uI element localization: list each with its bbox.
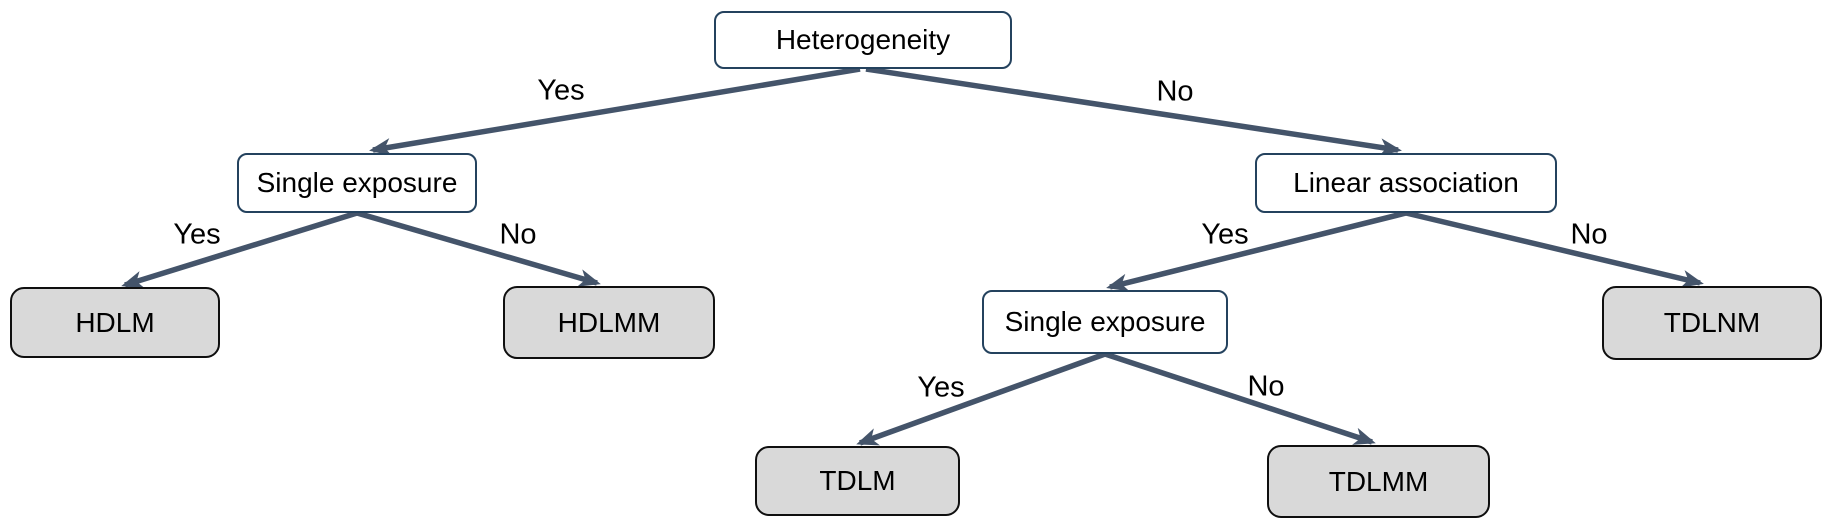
edge-linear-association-yes: [1106, 210, 1407, 292]
edge-single-exposure-left-yes: [121, 210, 358, 289]
edge-label-heterogeneity-no: No: [1156, 75, 1194, 108]
edge-label-single-exposure-right-yes: Yes: [917, 371, 965, 404]
edge-heterogeneity-yes: [369, 66, 861, 156]
node-heterogeneity-label: Heterogeneity: [775, 24, 951, 55]
node-single-exposure-right-label: Single exposure: [1004, 306, 1206, 337]
edge-label-heterogeneity-yes: Yes: [537, 74, 585, 107]
edge-label-linear-association-no: No: [1570, 218, 1608, 251]
node-hdlm-label: HDLM: [75, 306, 155, 338]
node-tdlmm: TDLMM: [1267, 445, 1490, 518]
node-linear-association: Linear association: [1255, 153, 1557, 213]
node-single-exposure-left: Single exposure: [237, 153, 477, 213]
node-tdlnm-label: TDLNM: [1663, 307, 1761, 338]
edge-label-single-exposure-right-no: No: [1247, 370, 1285, 403]
edge-single-exposure-left-no: [356, 210, 601, 287]
node-hdlmm-label: HDLMM: [557, 306, 661, 338]
edge-linear-association-no: [1405, 210, 1704, 288]
node-heterogeneity: Heterogeneity: [714, 11, 1012, 69]
edge-label-single-exposure-left-no: No: [499, 218, 537, 251]
node-tdlm-label: TDLM: [819, 465, 896, 496]
edge-label-linear-association-yes: Yes: [1201, 218, 1249, 251]
node-tdlmm-label: TDLMM: [1328, 465, 1429, 497]
node-single-exposure-left-label: Single exposure: [256, 167, 458, 198]
node-tdlnm: TDLNM: [1602, 286, 1822, 360]
node-hdlmm: HDLMM: [503, 286, 715, 359]
edge-single-exposure-right-no: [1104, 351, 1376, 445]
node-tdlm: TDLM: [755, 446, 960, 516]
edge-label-single-exposure-left-yes: Yes: [173, 218, 221, 251]
node-single-exposure-right: Single exposure: [982, 290, 1228, 354]
edge-single-exposure-right-yes: [856, 351, 1106, 446]
node-linear-association-label: Linear association: [1293, 167, 1519, 198]
edge-heterogeneity-no: [865, 66, 1402, 157]
node-hdlm: HDLM: [10, 287, 220, 358]
